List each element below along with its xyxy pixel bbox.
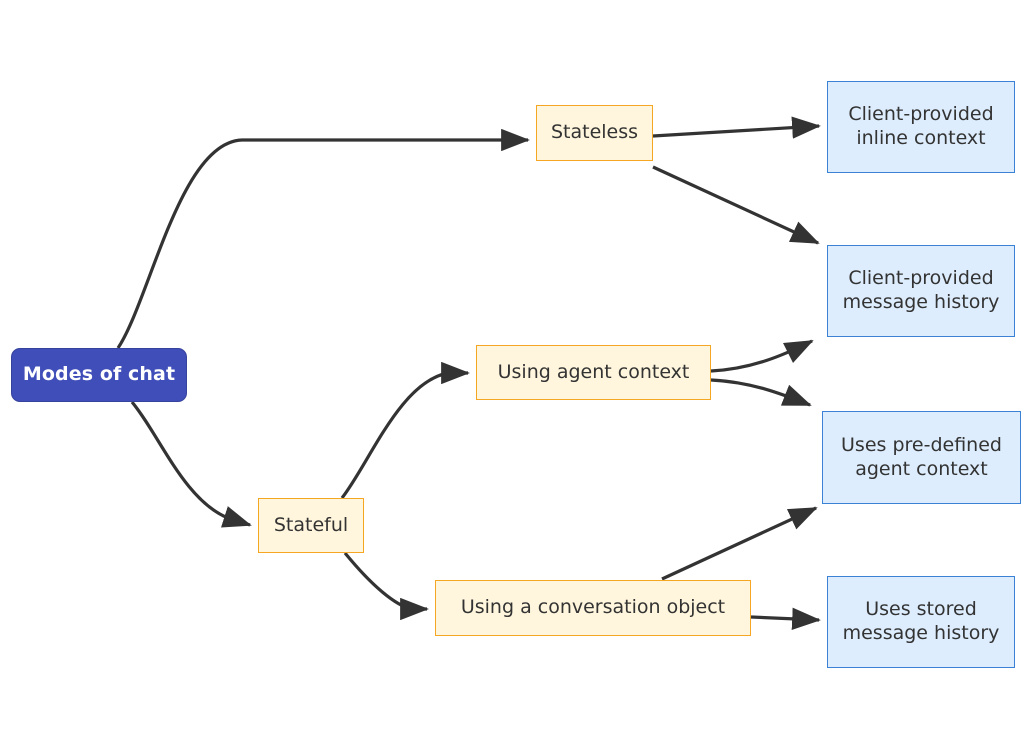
edge-stateful-to-conversation-object xyxy=(343,551,429,621)
edge-conversation-object-to-stored-message-history xyxy=(750,607,821,631)
edge-stateless-to-inline-context xyxy=(652,116,821,139)
node-label-client-provided-message-history: Client-provided message history xyxy=(842,267,1000,313)
node-label-uses-stored-message-history: Uses stored message history xyxy=(842,598,1000,644)
node-modes-of-chat[interactable]: Modes of chat xyxy=(11,348,187,402)
node-label-uses-pre-defined-agent-context: Uses pre-defined agent context xyxy=(841,433,1002,480)
node-stateless[interactable]: Stateless xyxy=(536,105,653,161)
edge-agent-context-to-predefined-agent-context xyxy=(710,378,812,407)
node-uses-pre-defined-agent-context[interactable]: Uses pre-defined agent context xyxy=(822,411,1021,504)
edge-conversation-object-to-predefined-agent-context xyxy=(661,506,818,581)
node-client-provided-inline-context[interactable]: Client-provided inline context xyxy=(827,81,1015,173)
edge-root-to-stateless xyxy=(116,128,530,349)
node-label-using-a-conversation-object: Using a conversation object xyxy=(460,596,726,619)
node-label-client-provided-inline-context: Client-provided inline context xyxy=(848,103,994,149)
node-using-a-conversation-object[interactable]: Using a conversation object xyxy=(435,580,751,636)
node-label-using-agent-context: Using agent context xyxy=(497,360,690,383)
edge-agent-context-to-message-history xyxy=(710,339,814,373)
node-label-stateless: Stateless xyxy=(550,121,639,144)
node-label-stateful: Stateful xyxy=(273,513,349,536)
edge-root-to-stateful xyxy=(130,400,252,528)
edge-stateful-to-agent-context xyxy=(340,361,470,499)
node-using-agent-context[interactable]: Using agent context xyxy=(476,345,711,400)
node-label-modes-of-chat: Modes of chat xyxy=(22,363,176,386)
node-stateful[interactable]: Stateful xyxy=(258,498,364,553)
edge-stateless-to-message-history xyxy=(652,165,820,245)
node-uses-stored-message-history[interactable]: Uses stored message history xyxy=(827,576,1015,668)
node-client-provided-message-history[interactable]: Client-provided message history xyxy=(827,245,1015,337)
